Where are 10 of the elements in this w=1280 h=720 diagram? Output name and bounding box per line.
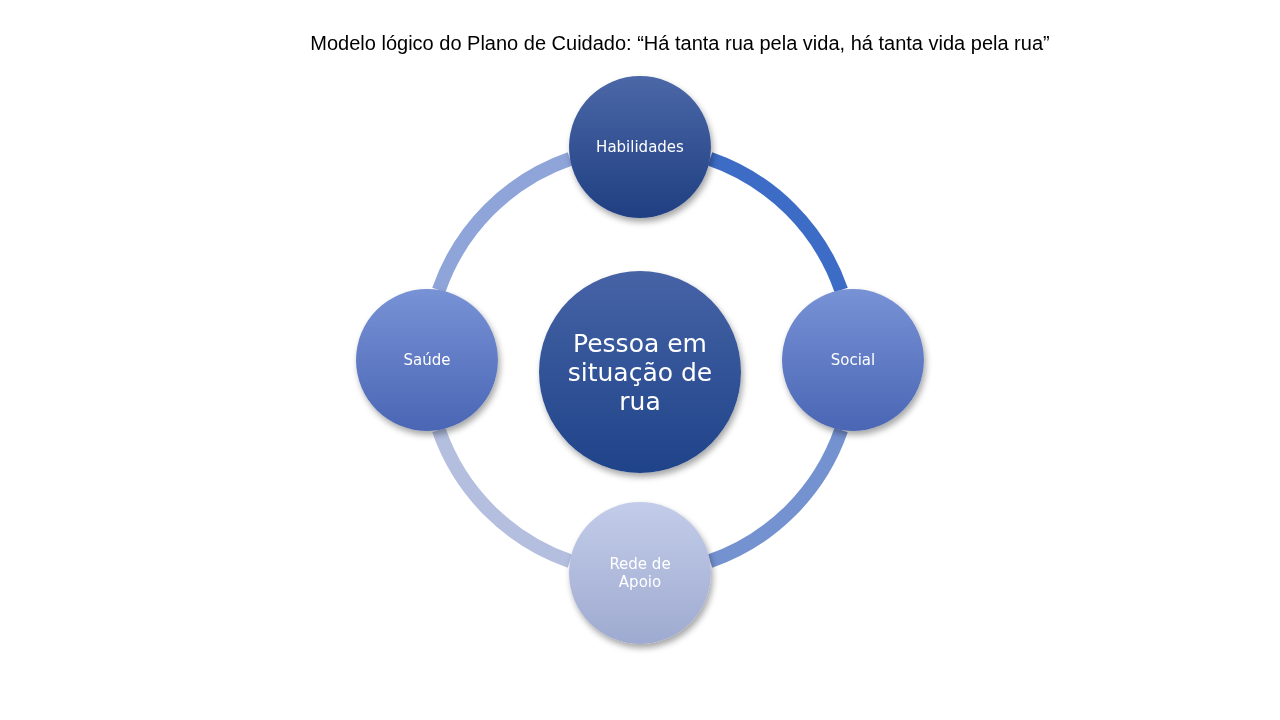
ring-connector	[432, 427, 573, 568]
node-label: Rede de Apoio	[608, 555, 672, 591]
ring-connector	[707, 152, 848, 293]
node-label: Pessoa em situação de rua	[566, 328, 714, 416]
ring-connector	[707, 427, 848, 568]
ring-connector	[432, 152, 573, 293]
diagram-title: Modelo lógico do Plano de Cuidado: “Há tanta rua pela vida, há tanta vida pela rua”	[309, 32, 1051, 55]
node-label: Social	[830, 351, 876, 369]
node-label: Saúde	[403, 351, 451, 369]
node-label: Habilidades	[596, 138, 684, 156]
